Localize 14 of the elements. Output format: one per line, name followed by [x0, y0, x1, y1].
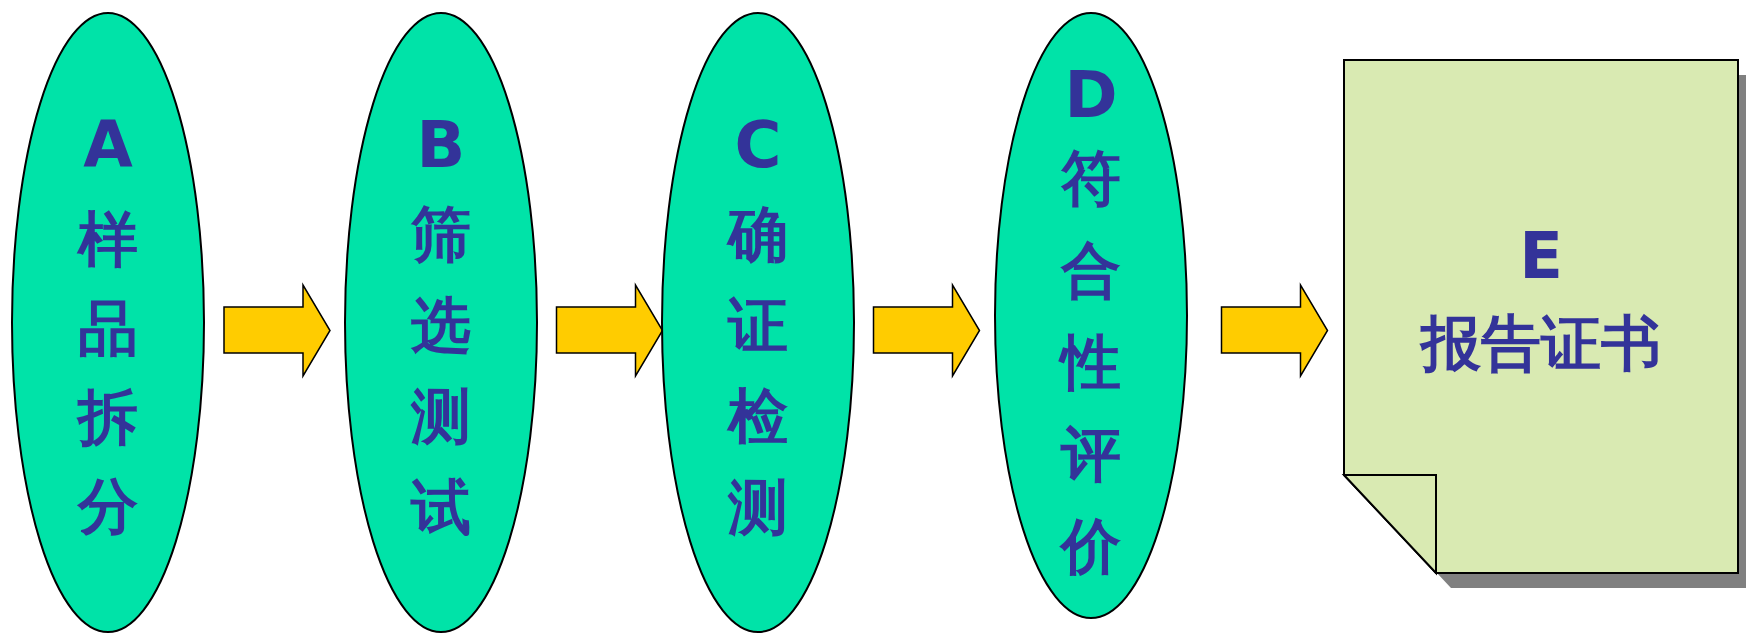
- step-letter: A: [82, 110, 134, 180]
- block-arrow: [1220, 282, 1329, 379]
- step-letter: E: [1518, 221, 1564, 291]
- step-label: 筛选测试: [409, 197, 472, 544]
- block-arrow: [555, 282, 664, 379]
- step-letter: C: [733, 110, 783, 180]
- block-arrow: [872, 282, 981, 379]
- step-label: 报告证书: [1418, 307, 1662, 380]
- step-letter: B: [415, 110, 467, 180]
- step-label: 确证检测: [725, 197, 789, 544]
- block-arrow: [223, 282, 331, 379]
- step-label: 样品拆分: [75, 202, 139, 543]
- step-label: 符合性评价: [1058, 132, 1124, 592]
- step-letter: D: [1063, 60, 1119, 130]
